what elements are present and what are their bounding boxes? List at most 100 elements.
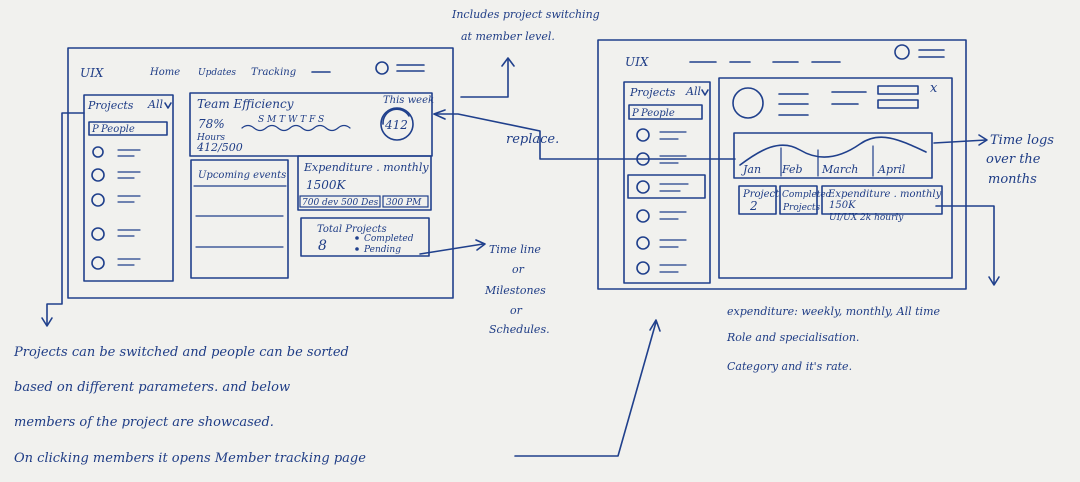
left-wireframe: UIX Home Updates Tracking Projects All P… [67,47,454,299]
month-april: April [877,163,906,176]
top-note-line-1: Includes project switching [451,8,600,21]
project-count-card [738,185,777,215]
left-member-avatar[interactable] [92,146,104,158]
time-log-line [739,136,927,166]
team-efficiency-title: Team Efficiency [197,97,294,111]
total-projects-card [300,217,430,257]
right-search-icon: P [631,108,639,119]
annotation-notes: Includes project switching at member lev… [13,8,1054,466]
member-action-button[interactable] [877,99,919,109]
left-people-chip[interactable] [88,121,168,136]
right-member-list [627,128,706,275]
time-log-chart [733,132,933,179]
timeline-note-5: Schedules. [489,323,550,336]
efficiency-value: 78% [198,117,225,131]
left-member-avatar[interactable] [91,193,105,207]
weekday-labels: S M T W T F S [258,115,324,125]
right-member-selected[interactable] [627,174,706,199]
left-logo: UIX [80,66,104,80]
left-member-list [91,146,141,270]
left-nav-tracking[interactable]: Tracking [251,67,296,78]
close-icon[interactable]: x [930,81,938,96]
member-detail-panel [718,77,953,279]
expenditure-note-3: Category and it's rate. [727,360,852,373]
left-member-avatar[interactable] [91,256,105,270]
timeline-note-4: or [510,304,523,317]
left-people-label: People [100,124,135,135]
left-nav-updates[interactable]: Updates [198,68,236,78]
completed-sub: Projects [782,203,821,213]
right-wireframe: UIX Projects All P People [597,39,967,290]
member-action-button[interactable] [877,85,919,95]
total-projects-label: Total Projects [317,224,387,235]
left-member-avatar[interactable] [91,168,105,182]
hours-label: Hours [196,133,225,143]
role-line: UI/UX 2k hourly [829,213,904,223]
this-week-ring [380,107,414,141]
right-projects-header: Projects [629,86,676,99]
right-logo: UIX [625,55,649,69]
expenditure-card [297,155,432,211]
right-projects-sidebar [623,81,711,284]
expenditure-breakdown-b: 300 PM [386,198,422,208]
right-expenditure-title: Expenditure . monthly [827,189,942,200]
month-feb: Feb [781,163,803,176]
time-logs-note-2: over the [986,152,1041,167]
expenditure-breakdown-a: 700 dev 500 Des [302,198,379,208]
right-member-avatar[interactable] [636,180,650,194]
left-projects-header: Projects [87,99,134,112]
right-people-chip[interactable] [628,104,703,120]
upcoming-events-card [190,159,289,279]
left-window-frame [67,47,454,299]
replace-note: replace. [506,132,559,147]
right-avatar-icon[interactable] [894,44,910,60]
projects-note-3: members of the project are showcased. [14,415,274,430]
right-member-avatar[interactable] [636,128,650,142]
top-note-line-2: at member level. [461,30,555,43]
project-value: 2 [749,199,758,213]
expenditure-note-2: Role and specialisation. [726,331,859,344]
this-week-value: 412 [384,118,408,132]
left-projects-sidebar [83,94,174,282]
this-week-label: This week [383,95,434,106]
pending-label: Pending [363,245,401,255]
right-member-avatar[interactable] [636,261,650,275]
left-member-avatar[interactable] [91,227,105,241]
search-icon: P [91,124,99,135]
project-label: Project [742,189,780,200]
timeline-note-1: Time line [489,243,541,256]
time-logs-note-3: months [988,172,1037,187]
annotation-arrows [41,57,1000,457]
left-all-filter[interactable]: All [147,98,163,111]
projects-note-2: based on different parameters. and below [14,380,290,395]
efficiency-bars [241,124,351,132]
timeline-note-3: Milestones [484,284,546,297]
expenditure-title: Expenditure . monthly [303,161,429,174]
completed-label: Completed [364,234,414,244]
month-march: March [821,163,858,176]
right-member-avatar[interactable] [636,236,650,250]
right-people-label: People [640,108,675,119]
total-projects-value: 8 [318,238,327,254]
expenditure-note-1: expenditure: weekly, monthly, All time [727,305,941,318]
right-window-frame [597,39,967,290]
hours-value: 412/500 [196,141,243,154]
member-avatar-large [732,87,764,119]
timeline-note-2: or [512,263,525,276]
right-chevron-down-icon[interactable] [701,89,709,96]
month-jan: Jan [741,163,761,176]
right-member-avatar[interactable] [636,209,650,223]
upcoming-events-title: Upcoming events [198,170,286,181]
left-avatar-icon[interactable] [375,61,389,75]
right-expenditure-value: 150K [829,200,856,211]
expenditure-value: 1500K [306,178,347,192]
time-logs-note-1: Time logs [990,133,1054,148]
left-nav-home[interactable]: Home [149,67,180,78]
completed-label-right: Completed [782,190,832,200]
chevron-down-icon[interactable] [164,102,172,109]
completed-projects-card [779,185,818,215]
projects-note-4: On clicking members it opens Member trac… [14,451,366,466]
right-all-filter[interactable]: All [685,85,701,98]
right-expenditure-card [821,185,943,215]
